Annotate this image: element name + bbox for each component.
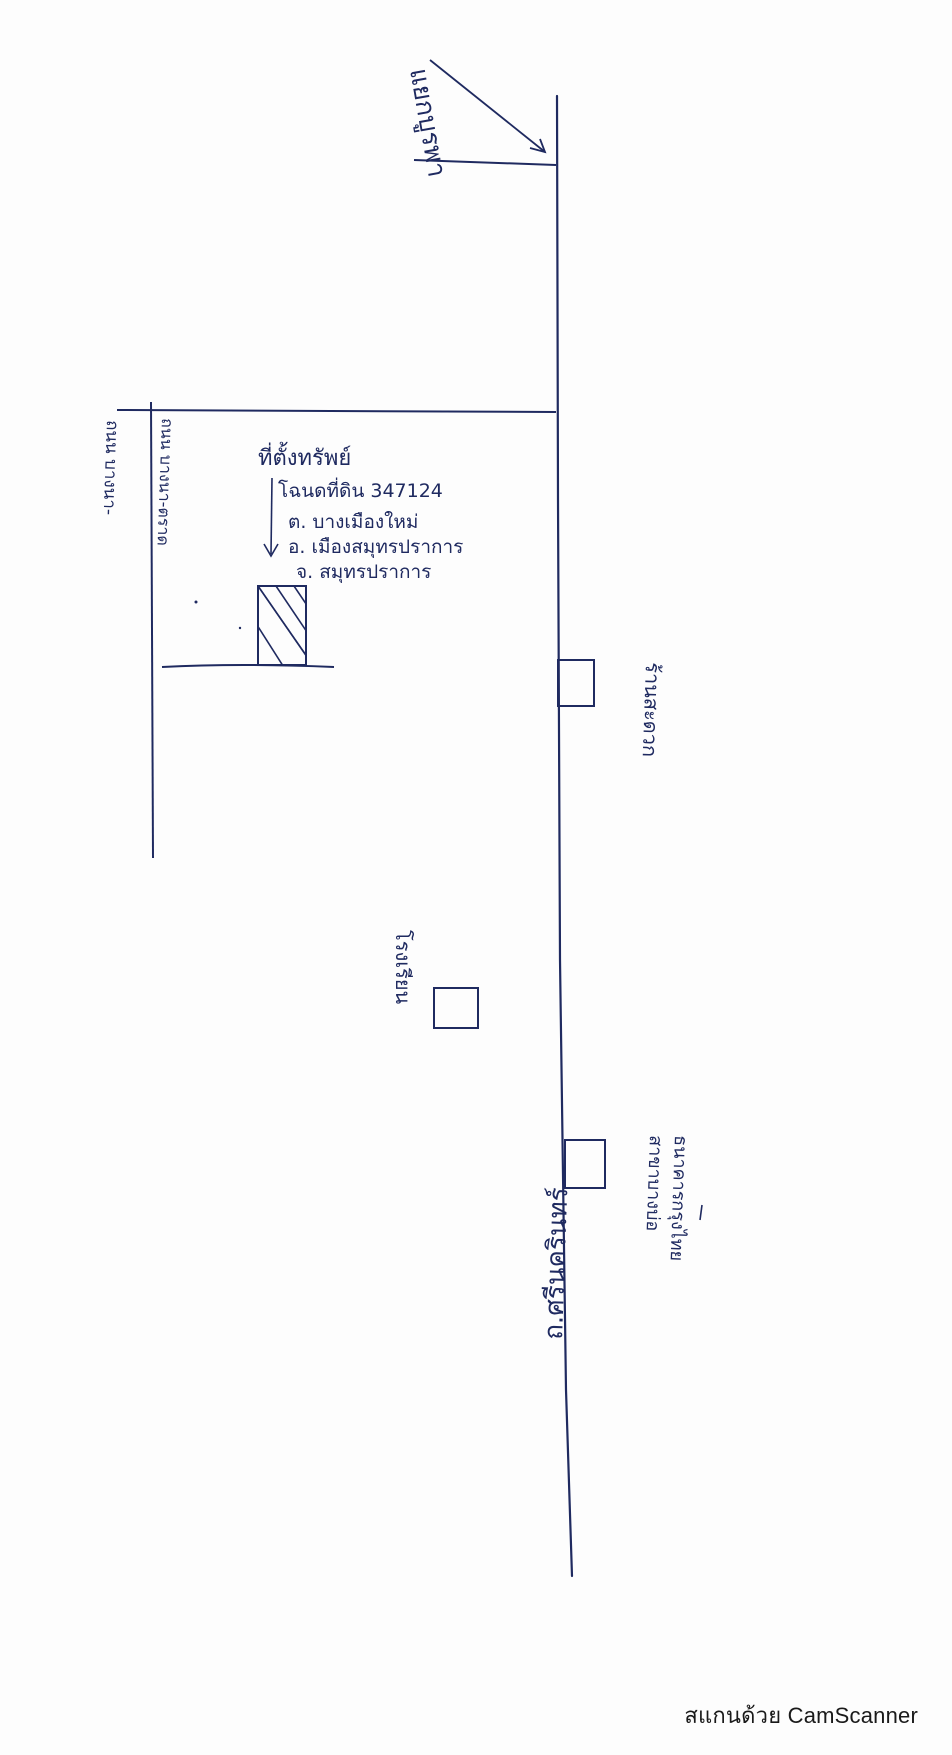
arrow-head <box>529 138 547 154</box>
stray-dot <box>194 600 198 604</box>
property-province: จ. สมุทรปราการ <box>296 561 431 584</box>
side-road-label-1: ถนน บางนา- <box>99 420 122 516</box>
landmark-1-label: ร้านสะดวก <box>638 662 665 758</box>
property-pointer-line <box>270 477 273 555</box>
top-road-label: แยกบูรพา <box>403 66 452 179</box>
left-road-line <box>150 401 154 859</box>
property-access-line <box>161 664 335 668</box>
main-road-line <box>555 94 574 1578</box>
landmark-box-1 <box>557 659 595 707</box>
side-road-label-2: ถนน บางนา-ตราด <box>154 418 177 546</box>
side-road-line <box>116 409 557 413</box>
property-hatch <box>258 586 306 665</box>
top-branch-line <box>413 159 557 166</box>
property-title: ที่ตั้งทรัพย์ <box>258 442 351 471</box>
landmark-3-label-line2: สาขาบางบ่อ <box>642 1135 666 1232</box>
stray-mark <box>699 1204 703 1221</box>
scanner-watermark: สแกนด้วย CamScanner <box>684 1703 918 1728</box>
landmark-box-3 <box>564 1139 606 1189</box>
bottom-road-label: ถ.ศรีนครินทร์ <box>539 1187 574 1340</box>
landmark-3-label-line1: ธนาคารกรุงไทย <box>666 1135 692 1262</box>
landmark-box-2 <box>433 987 479 1029</box>
property-pointer-head <box>263 543 279 558</box>
property-deed: โฉนดที่ดิน 347124 <box>278 477 443 502</box>
landmark-2-label: โรงเรียน <box>391 930 415 1005</box>
property-plot <box>257 585 307 666</box>
property-district: อ. เมืองสมุทรปราการ <box>288 536 463 559</box>
property-subdistrict: ต. บางเมืองใหม่ <box>288 511 418 533</box>
arrow-line <box>429 59 546 153</box>
stray-dot <box>238 626 242 630</box>
